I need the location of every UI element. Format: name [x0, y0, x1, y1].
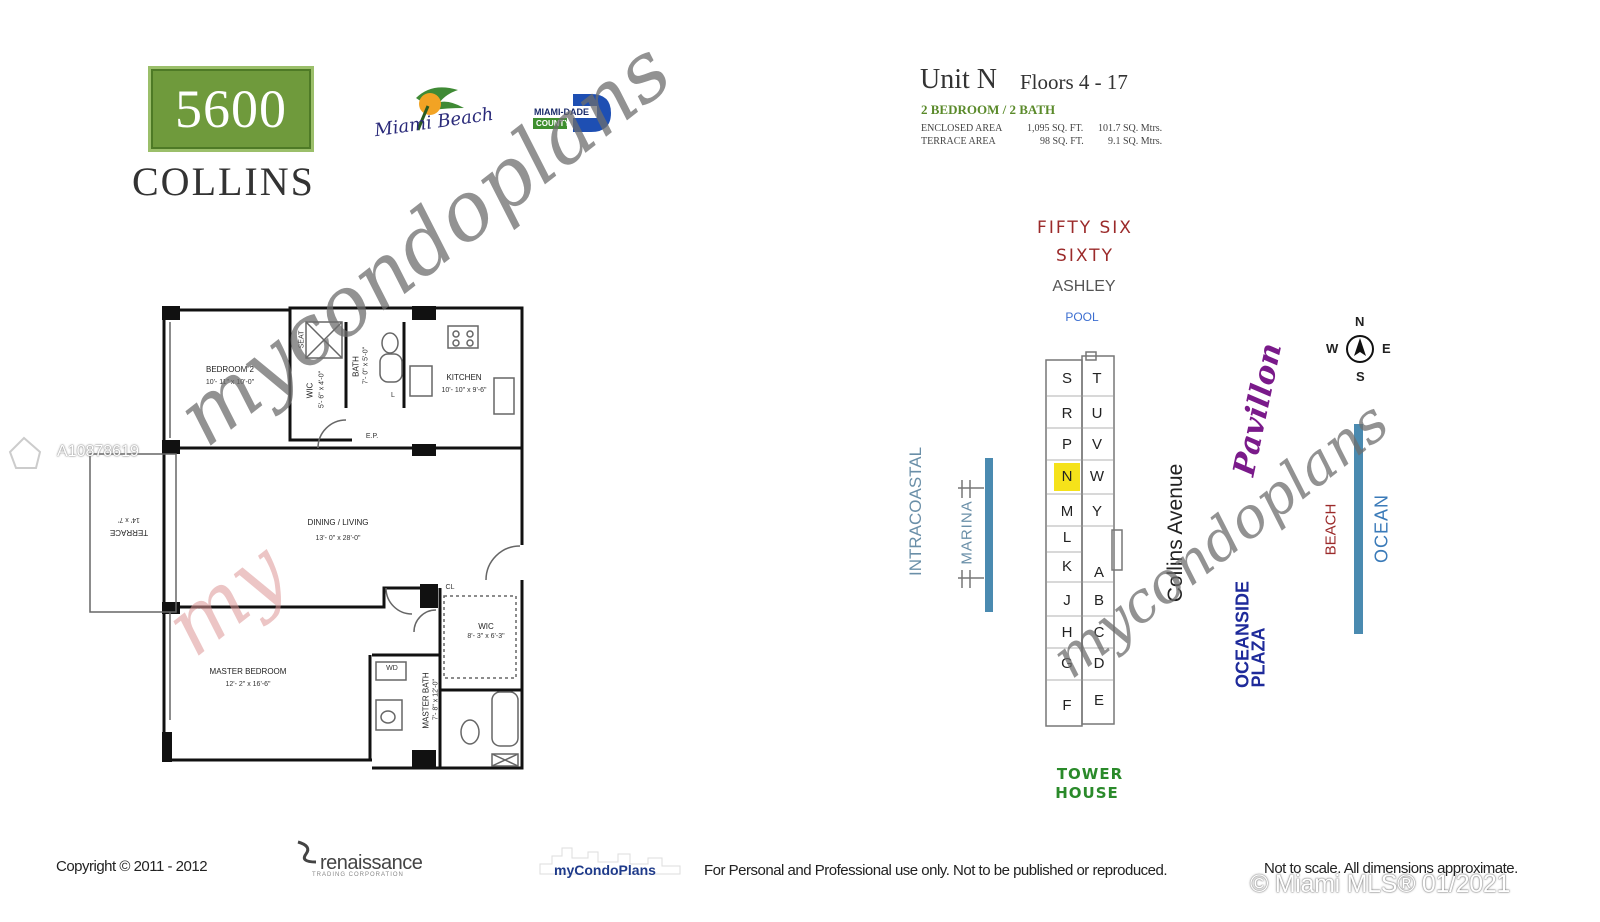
unit-cell-f: F — [1062, 697, 1072, 714]
site-fifty-six: FIFTY SIX — [1037, 218, 1133, 238]
site-plaza: PLAZA — [1248, 627, 1269, 688]
palm-tree-icon — [416, 87, 464, 131]
unit-title: Unit N — [920, 64, 997, 95]
site-ocean: OCEAN — [1371, 494, 1392, 564]
unit-bedrooms: 2 BEDROOM / 2 BATH — [921, 102, 1056, 117]
unit-cell-y: Y — [1091, 503, 1102, 520]
unit-cell-p: P — [1061, 436, 1072, 453]
city-skyline-icon — [539, 847, 681, 875]
unit-cell-v: V — [1091, 436, 1102, 453]
room-wic-master: WIC — [478, 622, 494, 631]
unit-cell-a: A — [1093, 564, 1104, 581]
label-cl: CL — [445, 584, 455, 591]
site-house: HOUSE — [1055, 784, 1119, 802]
unit-cell-d: D — [1093, 655, 1105, 672]
compass-north: N — [1355, 314, 1365, 329]
terrace-area-sqft: 98 SQ. FT. — [1040, 136, 1084, 147]
enclosed-area-label: ENCLOSED AREA — [921, 123, 1003, 134]
site-ashley: ASHLEY — [1052, 278, 1116, 295]
terrace-area-sqm: 9.1 SQ. Mtrs. — [1108, 136, 1163, 147]
miami-dade-logo: MIAMI-DADE COUNTY — [533, 94, 611, 137]
enclosed-area-sqft: 1,095 SQ. FT. — [1027, 123, 1084, 134]
compass-west: W — [1326, 341, 1339, 356]
footer-usage-note: For Personal and Professional use only. … — [704, 862, 1168, 879]
unit-cell-m: M — [1060, 503, 1074, 520]
unit-cell-r: R — [1061, 405, 1073, 422]
site-sixty: SIXTY — [1056, 246, 1114, 266]
site-beach: BEACH — [1322, 503, 1340, 556]
unit-cell-h: H — [1061, 624, 1073, 641]
unit-cell-s: S — [1061, 370, 1072, 387]
logo-5600-box: 5600 — [148, 66, 314, 152]
label-ep: E.P. — [365, 433, 379, 440]
footer-renaissance: renaissance — [320, 852, 423, 874]
footer-copyright: Copyright © 2011 - 2012 — [56, 858, 208, 875]
miami-dade-logo-line2: COUNTY — [536, 119, 570, 128]
unit-cell-g: G — [1061, 655, 1073, 672]
room-bedroom-2-dims: 10'- 11" x 10'-0" — [205, 379, 255, 386]
room-bedroom-2: BEDROOM 2 — [205, 365, 254, 374]
logo-number: 5600 — [175, 79, 287, 139]
terrace-area-label: TERRACE AREA — [921, 136, 996, 147]
home-outline-icon — [8, 436, 42, 469]
unit-cell-e: E — [1093, 692, 1104, 709]
room-wic-master-dims: 8'- 3" x 6'-3" — [467, 633, 505, 640]
unit-cell-u: U — [1091, 405, 1103, 422]
unit-cell-n: N — [1061, 468, 1073, 485]
unit-cell-b: B — [1093, 592, 1104, 609]
compass-east: E — [1382, 341, 1391, 356]
site-pool: POOL — [1065, 310, 1099, 324]
unit-cell-k: K — [1061, 558, 1072, 575]
mls-listing-id: A10878619 — [57, 443, 139, 460]
site-tower: TOWER — [1056, 765, 1124, 783]
room-kitchen: KITCHEN — [446, 373, 482, 382]
room-master-bedroom: MASTER BEDROOM — [209, 667, 287, 676]
room-kitchen-dims: 10'- 10" x 9'-6" — [441, 387, 487, 394]
unit-cell-w: W — [1089, 468, 1105, 485]
unit-floors: Floors 4 - 17 — [1020, 70, 1128, 94]
unit-cell-l: L — [1062, 529, 1072, 546]
miami-dade-d-icon — [533, 94, 611, 132]
room-dining-living: DINING / LIVING — [307, 518, 369, 527]
mls-copyright-stamp: © Miami MLS® 01/2021 — [1250, 870, 1511, 898]
room-master-bedroom-dims: 12'- 2" x 16'-6" — [225, 681, 271, 688]
site-intracoastal: INTRACOASTAL — [906, 446, 925, 576]
enclosed-area-sqm: 101.7 SQ. Mtrs. — [1098, 123, 1163, 134]
miami-dade-logo-line1: MIAMI-DADE — [534, 107, 589, 117]
room-dining-living-dims: 13'- 0" x 28'-0" — [315, 535, 361, 542]
unit-cell-c: C — [1093, 624, 1105, 641]
label-l: L — [391, 392, 395, 399]
unit-cell-t: T — [1092, 370, 1102, 387]
renaissance-logo-icon — [297, 840, 317, 864]
label-wd: WD — [386, 665, 398, 672]
logo-word: COLLINS — [132, 159, 315, 204]
compass-south: S — [1356, 369, 1365, 384]
unit-cell-j: J — [1063, 592, 1071, 609]
site-marina: MARINA — [958, 500, 976, 565]
footer-renaissance-sub: TRADING CORPORATION — [312, 872, 404, 878]
footer-mycondoplans: myCondoPlans — [554, 862, 656, 878]
footer-scale-note: Not to scale. All dimensions approximate… — [1264, 860, 1518, 877]
miami-beach-logo: Miami Beach — [372, 80, 495, 145]
